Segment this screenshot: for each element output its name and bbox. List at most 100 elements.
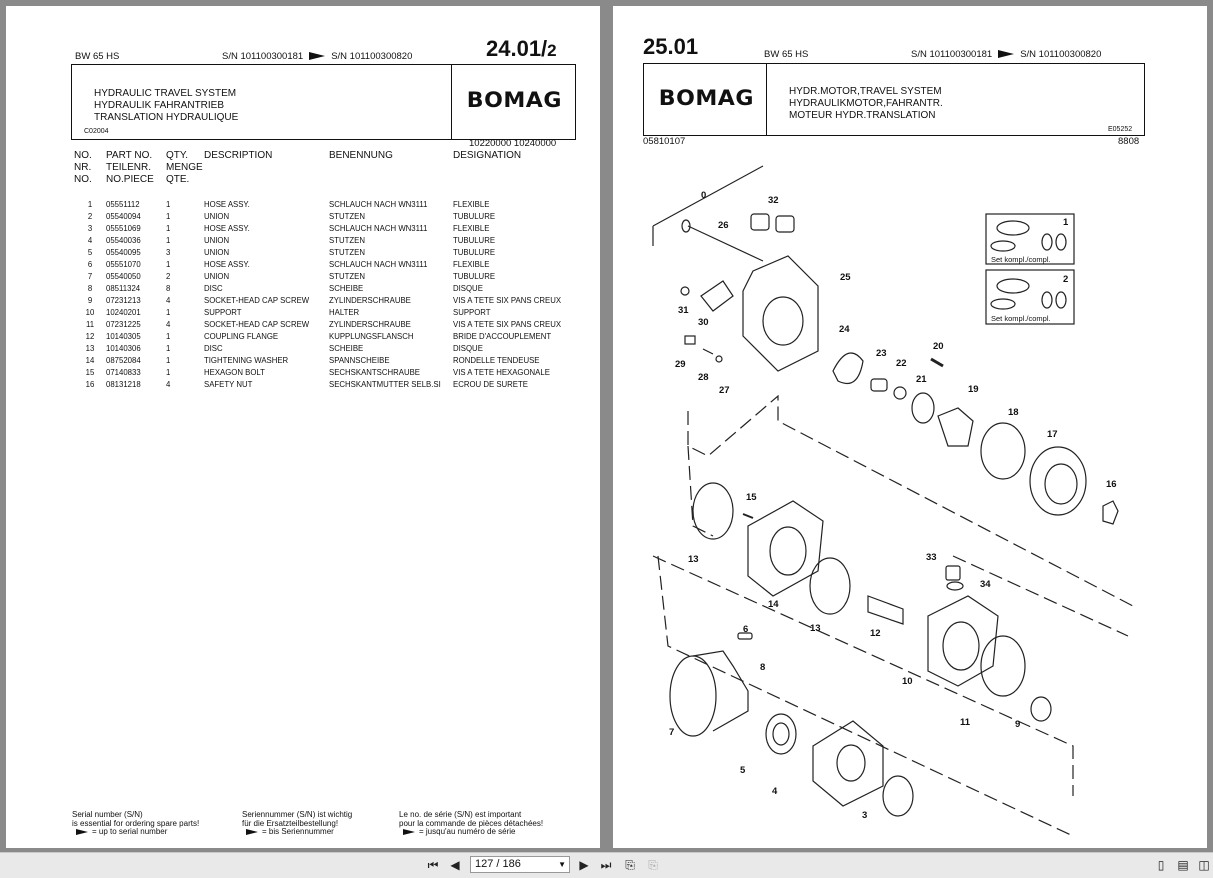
parts-cell-desc: HEXAGON BOLT xyxy=(204,368,265,377)
cover-plate xyxy=(700,280,734,312)
page-select[interactable]: 127 / 186▼ xyxy=(470,856,570,873)
single-page-view-icon[interactable]: ▯ xyxy=(1157,858,1165,872)
first-page-icon[interactable]: ⏮ xyxy=(427,858,439,872)
title-divider xyxy=(766,63,767,136)
footer-en: Serial number (S/N) is essential for ord… xyxy=(72,810,199,837)
flange-part xyxy=(669,655,717,737)
parts-cell-desc: SOCKET-HEAD CAP SCREW xyxy=(204,320,310,329)
parts-cell-qty: 1 xyxy=(166,344,171,353)
ball-part xyxy=(715,355,723,363)
cap-part xyxy=(1030,696,1052,722)
serial-from: S/N 101100300181 xyxy=(911,49,993,60)
parts-cell-desc: HOSE ASSY. xyxy=(204,224,250,233)
plate-bore xyxy=(769,526,807,576)
parts-cell-desc: UNION xyxy=(204,236,230,245)
kit-gasket xyxy=(996,278,1030,294)
parts-cell-fr: ECROU DE SURETE xyxy=(453,380,528,389)
page-indicator: 127 / 186 xyxy=(475,858,521,870)
callout-label: 28 xyxy=(698,372,709,383)
parts-cell-qty: 1 xyxy=(166,224,171,233)
ref-numbers: 10220000 10240000 xyxy=(469,138,557,149)
continuous-view-icon[interactable]: ▤ xyxy=(1177,858,1189,872)
two-page-view-icon[interactable]: ◫ xyxy=(1198,858,1210,872)
footer-de-3: = bis Seriennummer xyxy=(242,827,352,837)
parts-cell-de: KUPPLUNGSFLANSCH xyxy=(329,332,414,341)
parts-cell-qty: 3 xyxy=(166,248,171,257)
parts-cell-fr: FLEXIBLE xyxy=(453,224,490,233)
footer-fr-2: pour la commande de pièces détachées! xyxy=(399,818,544,828)
bolt-part xyxy=(687,225,764,262)
revision: 8808 xyxy=(1118,136,1140,147)
callout-label: 6 xyxy=(743,624,748,635)
title-de: HYDRAULIK FAHRANTRIEB xyxy=(94,100,225,111)
parts-cell-de: SCHLAUCH NACH WN3111 xyxy=(329,224,428,233)
screw-part xyxy=(680,286,690,296)
parts-cell-qty: 1 xyxy=(166,200,171,209)
parts-cell-fr: DISQUE xyxy=(453,284,483,293)
col-header-designation: DESIGNATION xyxy=(453,150,522,161)
parts-cell-qty: 4 xyxy=(166,320,171,329)
plug-part xyxy=(775,215,795,233)
kit-oring xyxy=(990,298,1016,310)
callout-label: 13 xyxy=(810,623,821,634)
parts-cell-part: 07140833 xyxy=(106,368,141,377)
parts-cell-desc: COUPLING FLANGE xyxy=(204,332,279,341)
callout-label: 0 xyxy=(701,190,706,201)
prev-page-icon[interactable]: ◀ xyxy=(450,858,460,872)
arrow-icon xyxy=(76,828,88,835)
callout-label: 2 xyxy=(1063,274,1068,285)
footer-fr-1: Le no. de série (S/N) est important xyxy=(399,810,522,819)
go-back-icon[interactable]: ⎘ xyxy=(625,858,635,872)
last-page-icon[interactable]: ⏭ xyxy=(600,858,612,872)
parts-cell-qty: 2 xyxy=(166,272,171,281)
parts-cell-no: 7 xyxy=(87,272,93,281)
washer-part xyxy=(946,581,964,591)
parts-cell-part: 05551112 xyxy=(106,200,140,209)
parts-cell-de: SECHSKANTSCHRAUBE xyxy=(329,368,420,377)
parts-cell-de: SCHLAUCH NACH WN3111 xyxy=(329,260,428,269)
kit-box-2 xyxy=(985,269,1075,325)
callout-label: 32 xyxy=(768,195,779,206)
arrow-icon xyxy=(403,828,415,835)
arrow-icon xyxy=(998,50,1015,59)
parts-cell-no: 12 xyxy=(85,332,95,341)
parts-cell-de: SECHSKANTMUTTER SELB.SI xyxy=(329,380,441,389)
parts-cell-no: 8 xyxy=(87,284,93,293)
serial-to: S/N 101100300820 xyxy=(1020,49,1102,60)
callout-label: 3 xyxy=(862,810,867,821)
ring-part xyxy=(893,386,907,400)
parts-cell-qty: 1 xyxy=(166,212,171,221)
callout-label: 19 xyxy=(968,384,979,395)
ring-part xyxy=(882,775,914,817)
parts-cell-qty: 1 xyxy=(166,332,171,341)
frame-line xyxy=(657,555,1074,837)
parts-cell-desc: UNION xyxy=(204,248,230,257)
go-forward-icon[interactable]: ⎘ xyxy=(648,858,658,872)
parts-cell-no: 9 xyxy=(87,296,93,305)
frame-line xyxy=(652,165,764,246)
parts-cell-no: 2 xyxy=(87,212,93,221)
oring-part xyxy=(692,482,734,540)
footer-en-3-text: = up to serial number xyxy=(92,827,168,836)
oring-part xyxy=(980,635,1026,697)
col-header-benennung: BENENNUNG xyxy=(329,150,393,161)
bolt-part xyxy=(742,513,754,519)
callout-label: 29 xyxy=(675,359,686,370)
kit-box-1 xyxy=(985,213,1075,265)
hdr-part-fr: NO.PIECE xyxy=(106,174,154,185)
parts-cell-de: SCHLAUCH NACH WN3111 xyxy=(329,200,428,209)
callout-label: 5 xyxy=(740,765,746,776)
serial-to: S/N 101100300820 xyxy=(331,51,413,62)
footer-fr-3: = jusqu'au numéro de série xyxy=(399,827,543,837)
serial-range: S/N 101100300181 S/N 101100300820 xyxy=(911,49,1101,60)
parts-cell-desc: SUPPORT xyxy=(204,308,242,317)
callout-label: 12 xyxy=(870,628,881,639)
next-page-icon[interactable]: ▶ xyxy=(579,858,589,872)
title-block xyxy=(643,63,1145,136)
parts-cell-desc: HOSE ASSY. xyxy=(204,260,250,269)
